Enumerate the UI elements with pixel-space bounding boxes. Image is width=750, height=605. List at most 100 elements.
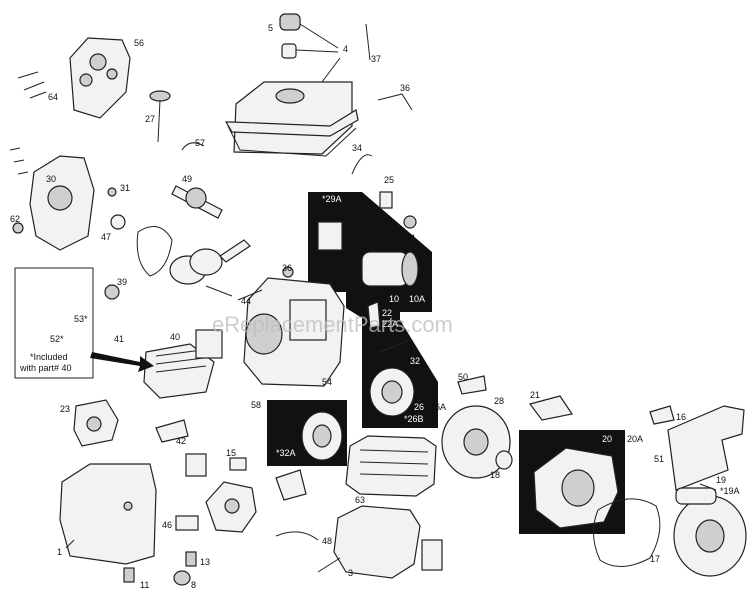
tube-57 xyxy=(181,142,205,151)
included-parts-box xyxy=(14,267,94,379)
ring-gear-32a xyxy=(301,411,343,461)
head-gasket xyxy=(195,329,223,359)
fan-28 xyxy=(441,405,511,479)
label-25: 25 xyxy=(384,175,394,185)
label-54: 54 xyxy=(322,377,332,387)
note-line-2: with part# 40 xyxy=(19,363,72,373)
cylinder-block-54 xyxy=(243,277,345,387)
label-23: 23 xyxy=(60,404,70,414)
governor-25 xyxy=(379,191,393,209)
bolts-left xyxy=(9,147,29,175)
label-44: 44 xyxy=(241,296,251,306)
note-line-1: *Included xyxy=(30,352,68,362)
air-filter-63 xyxy=(345,435,437,497)
label-31: 31 xyxy=(120,183,130,193)
leader-lines xyxy=(65,23,717,573)
bearing-31 xyxy=(107,187,117,197)
label-58: 58 xyxy=(251,400,261,410)
label-20a: 20A xyxy=(627,434,643,444)
label-42: 42 xyxy=(176,436,186,446)
switch-13 xyxy=(185,551,197,567)
bracket-42 xyxy=(155,419,189,443)
label-32a: *32A xyxy=(276,448,296,458)
label-61: 61 xyxy=(406,233,416,243)
bulb-11 xyxy=(123,567,135,583)
label-8: 8 xyxy=(191,580,196,590)
part-labels: 1 3 4 5 8 10 10A 11 13 15 16 17 18 19 *1… xyxy=(10,23,740,590)
label-15: 15 xyxy=(226,448,236,458)
label-32: 32 xyxy=(410,356,420,366)
label-26a: 26A xyxy=(430,402,446,412)
piston-44 xyxy=(169,239,251,285)
flywheel-26 xyxy=(369,367,415,417)
label-36-top: 36 xyxy=(400,83,410,93)
label-47: 47 xyxy=(101,232,111,242)
label-10a: 10A xyxy=(409,294,425,304)
label-63: 63 xyxy=(355,495,365,505)
guard-rear xyxy=(421,539,443,571)
gasket-large xyxy=(136,226,173,277)
label-3: 3 xyxy=(348,568,353,578)
label-52: 52* xyxy=(50,334,64,344)
label-30: 30 xyxy=(46,174,56,184)
label-4: 4 xyxy=(343,44,348,54)
label-19: 19 xyxy=(716,475,726,485)
label-5: 5 xyxy=(268,23,273,33)
label-48: 48 xyxy=(322,536,332,546)
ring-screen xyxy=(593,498,661,567)
solenoid-29a xyxy=(317,221,343,251)
label-1: 1 xyxy=(57,547,62,557)
label-40: 40 xyxy=(170,332,180,342)
label-50: 50 xyxy=(458,372,468,382)
label-37: 37 xyxy=(371,54,381,64)
label-29a: *29A xyxy=(322,194,342,204)
fuel-cap xyxy=(279,13,301,59)
gear-39 xyxy=(104,284,120,300)
button-8 xyxy=(173,570,191,586)
label-21: 21 xyxy=(530,390,540,400)
label-28: 28 xyxy=(494,396,504,406)
cover-51 xyxy=(667,405,745,491)
label-16: 16 xyxy=(676,412,686,422)
cover-gasket-56 xyxy=(69,37,131,119)
label-19a: *19A xyxy=(720,486,740,496)
label-27: 27 xyxy=(145,114,155,124)
recoil-starter-17 xyxy=(673,487,747,577)
bracket-21 xyxy=(528,395,573,421)
hub-18 xyxy=(495,450,513,470)
fuel-tank xyxy=(224,81,359,157)
bracket-190 xyxy=(185,453,207,477)
label-51: 51 xyxy=(654,454,664,464)
label-46: 46 xyxy=(162,520,172,530)
label-49: 49 xyxy=(182,174,192,184)
washer-36 xyxy=(282,266,294,278)
carburetor-15 xyxy=(205,481,257,533)
housing-20 xyxy=(533,447,619,529)
throttle-link-36 xyxy=(377,93,413,111)
label-53: 53* xyxy=(74,314,88,324)
label-62: 62 xyxy=(10,214,20,224)
plate-46 xyxy=(175,515,199,531)
crankcase-30 xyxy=(29,155,95,251)
valve-cover-23 xyxy=(73,399,119,447)
label-56: 56 xyxy=(134,38,144,48)
label-10: 10 xyxy=(389,294,399,304)
label-18: 18 xyxy=(490,470,500,480)
spring-32 xyxy=(379,339,411,353)
bracket-deflector xyxy=(275,469,307,501)
arrow-to-40 xyxy=(90,352,154,372)
wire-48 xyxy=(275,531,319,541)
lever-37 xyxy=(365,23,371,61)
label-34: 34 xyxy=(352,143,362,153)
label-36-mid: 36 xyxy=(282,263,292,273)
label-20: 20 xyxy=(602,434,612,444)
fuel-line-34 xyxy=(351,154,373,175)
gasket-15 xyxy=(229,457,247,471)
brush-22 xyxy=(367,301,381,329)
label-22a: 22A xyxy=(382,319,398,329)
bracket-50 xyxy=(457,375,487,395)
bolts-64 xyxy=(17,71,47,99)
label-17: 17 xyxy=(650,554,660,564)
clip-16 xyxy=(649,405,675,425)
